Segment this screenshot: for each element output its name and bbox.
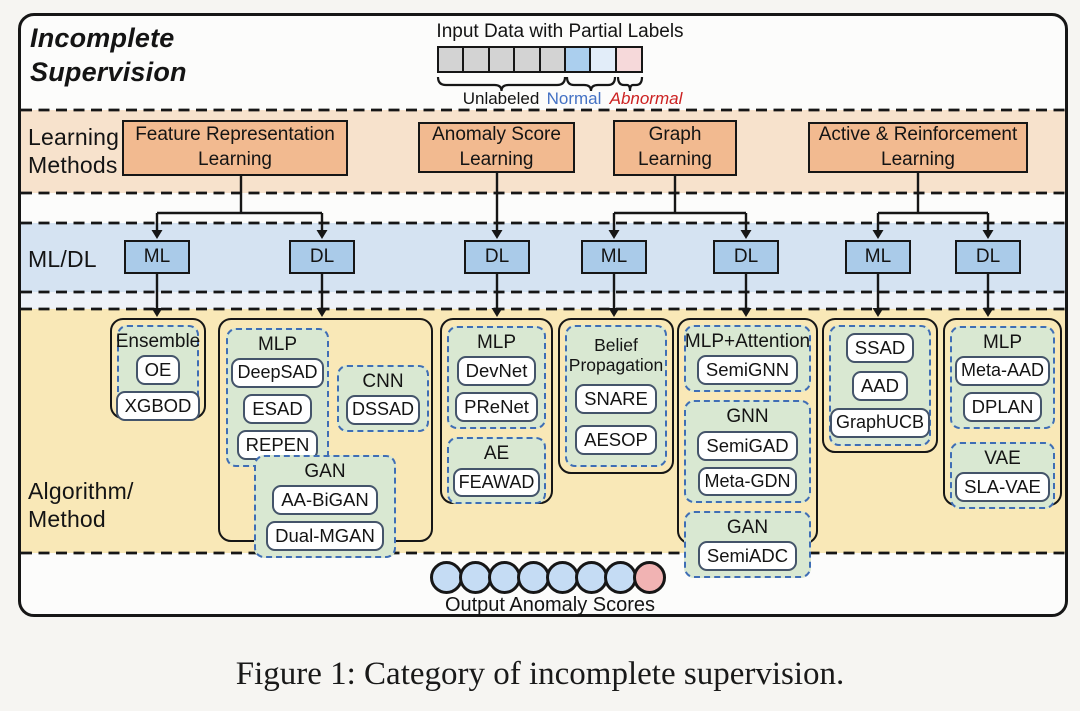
method-pill: Meta-GDN [698,466,797,497]
method-pill: SSAD [845,333,915,364]
method-pill: SNARE [575,383,657,414]
output-circle-normal [546,561,579,594]
method-sub-title: Belief Propagation [568,335,664,375]
mldl-box-ml-3: ML [845,240,911,274]
method-pill: SLA-VAE [955,471,1050,503]
mldl-box-dl-2: DL [464,240,530,274]
method-sub-ensemble: Ensemble OE XGBOD [115,325,201,422]
method-sub-title: GNN [726,406,769,428]
method-sub-title: CNN [362,371,404,392]
method-pill: PReNet [455,392,538,423]
learning-methods-label-line2: Methods [28,152,118,178]
row-label-learning-methods: Learning Methods [28,123,119,179]
supervision-title-line2: Supervision [30,57,187,87]
supervision-title-line1: Incomplete [30,23,175,53]
method-sub-cnn: CNN DSSAD [337,365,429,432]
learning-method-anomaly-score: Anomaly Score Learning [418,122,575,173]
method-group-ensemble: Ensemble OE XGBOD [110,318,206,422]
method-pill: Dual-MGAN [266,521,384,552]
method-sub-title: MLP [257,334,298,355]
method-pill: AAD [851,370,909,401]
method-sub-ae: AE FEAWAD [447,437,546,505]
method-pill: SemiGAD [697,430,798,461]
input-cell-abnormal [614,46,643,73]
method-pill: FEAWAD [452,467,541,498]
method-pill: OE [135,355,181,386]
mldl-box-ml-1: ML [124,240,190,274]
method-group-arl-ml: SSAD AAD GraphUCB [822,318,938,453]
method-sub-belief-propagation: Belief Propagation SNARE AESOP [565,325,667,467]
method-pill: SemiGNN [696,355,799,386]
method-sub-title: MLP+Attention [684,331,811,352]
band-gap [21,292,1065,309]
method-pill: REPEN [236,429,319,460]
algorithm-label-line2: Method [28,506,106,532]
legend-unlabeled: Unlabeled [462,89,540,108]
method-pill: ESAD [243,393,312,424]
method-group-asl-dl: MLP DevNet PReNet AE FEAWAD [440,318,553,505]
legend-normal: Normal [546,89,602,108]
learning-method-feature-representation: Feature Representation Learning [122,120,348,176]
supervision-title: Incomplete Supervision [30,21,187,89]
method-group-arl-dl: MLP Meta-AAD DPLAN VAE SLA-VAE [943,318,1062,510]
method-group-frl-dl: MLP DeepSAD ESAD REPEN CNN DSSAD GAN AA-… [218,318,433,559]
method-sub-gnn: GNN SemiGAD Meta-GDN [684,400,811,504]
input-cell-normal-light [589,46,618,73]
mldl-box-dl-3: DL [713,240,779,274]
method-pill: DPLAN [962,391,1043,422]
method-sub-mlp: MLP DeepSAD ESAD REPEN [226,328,329,467]
method-pill: SemiADC [697,541,798,572]
mldl-box-dl-4: DL [955,240,1021,274]
row-label-algorithm: Algorithm/ Method [28,477,134,533]
legend-abnormal: Abnormal [609,89,683,108]
method-pill: AESOP [575,424,657,455]
input-cell-unlabeled [487,46,516,73]
method-sub-gan: GAN SemiADC [684,511,811,579]
method-pill: DevNet [456,356,537,387]
output-label: Output Anomaly Scores [444,594,656,616]
mldl-box-dl-1: DL [289,240,355,274]
method-pill: AA-BiGAN [272,485,378,516]
method-sub-vae: VAE SLA-VAE [950,441,1055,510]
method-sub-mlp: MLP Meta-AAD DPLAN [950,326,1055,429]
method-sub-mlp: MLP DevNet PReNet [447,326,546,430]
input-cell-normal [564,46,593,73]
algorithm-label-line1: Algorithm/ [28,478,134,504]
method-sub-untitled: SSAD AAD GraphUCB [829,325,931,446]
method-pill: DSSAD [345,395,420,425]
method-pill: GraphUCB [829,408,931,438]
method-sub-title: AE [483,443,510,465]
learning-methods-label-line1: Learning [28,124,120,150]
method-sub-title: GAN [726,517,769,539]
method-group-gl-dl: MLP+Attention SemiGNN GNN SemiGAD Meta-G… [677,318,818,579]
method-pill: Meta-AAD [954,356,1051,386]
learning-method-active-reinforcement: Active & Reinforcement Learning [808,122,1028,173]
method-group-belief-propagation: Belief Propagation SNARE AESOP [558,318,674,474]
method-sub-title: MLP [982,332,1023,353]
output-circle-abnormal [633,561,666,594]
method-pill: XGBOD [115,391,201,422]
row-label-mldl: ML/DL [28,246,97,272]
output-circles [430,561,666,594]
mldl-box-ml-2: ML [581,240,647,274]
output-circle-normal [488,561,521,594]
method-sub-mlp-attention: MLP+Attention SemiGNN [684,325,811,393]
input-cell-unlabeled [538,46,567,73]
input-cell-unlabeled [437,46,465,73]
input-cell-unlabeled [513,46,542,73]
method-sub-title: GAN [304,461,346,482]
learning-method-graph: Graph Learning [613,120,737,176]
figure-caption: Figure 1: Category of incomplete supervi… [235,656,845,692]
input-data-title: Input Data with Partial Labels [436,21,684,42]
input-cell-unlabeled [462,46,491,73]
method-sub-title: MLP [476,332,517,353]
input-cells [437,46,643,73]
method-pill: DeepSAD [231,358,324,388]
method-sub-title: Ensemble [115,331,201,352]
method-sub-gan: GAN AA-BiGAN Dual-MGAN [254,455,396,559]
method-sub-title: VAE [984,447,1021,469]
